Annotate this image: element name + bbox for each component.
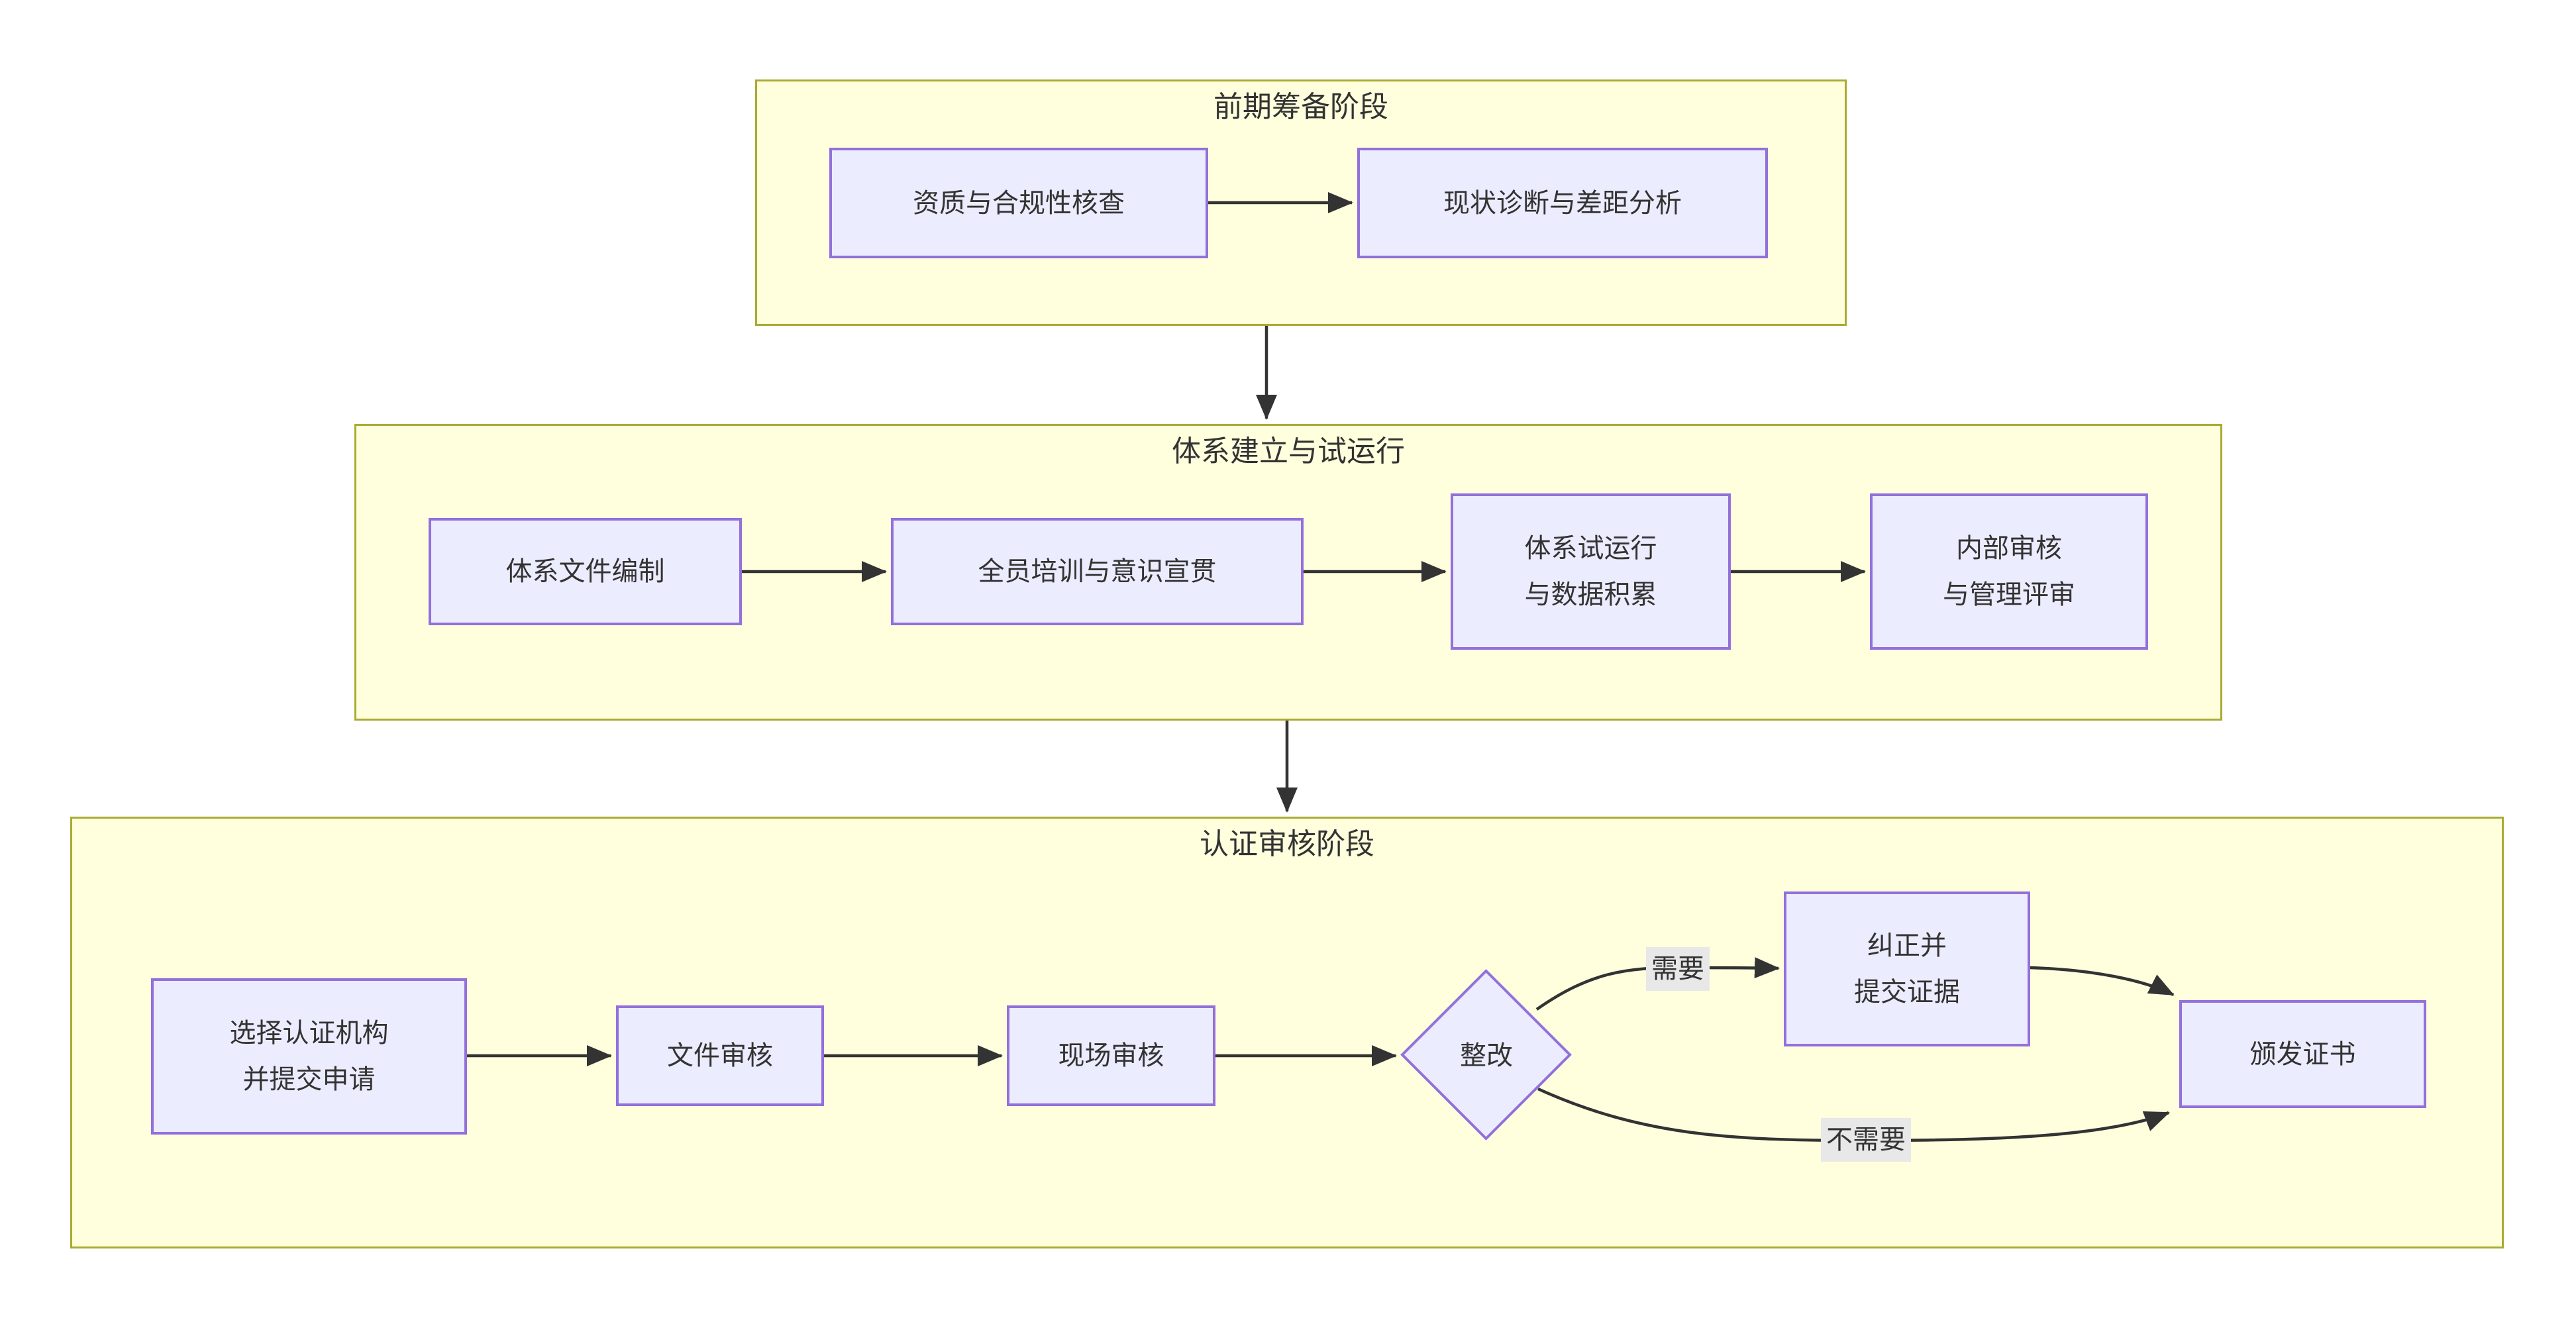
node-status-diagnosis-gap-analysis: 现状诊断与差距分析 <box>1357 148 1768 258</box>
node-system-trial-run-data: 体系试运行 与数据积累 <box>1451 493 1731 650</box>
node-document-review: 文件审核 <box>616 1005 824 1106</box>
decision-rectification-label: 整改 <box>1460 1041 1513 1070</box>
stage-certification-audit-container: 认证审核阶段 <box>70 817 2504 1248</box>
stage-preparation-title: 前期筹备阶段 <box>1213 91 1388 123</box>
edge-label-no-need: 不需要 <box>1821 1118 1911 1162</box>
stage-certification-audit-title: 认证审核阶段 <box>1200 828 1374 860</box>
node-select-certification-body: 选择认证机构 并提交申请 <box>151 978 467 1135</box>
node-system-document-preparation: 体系文件编制 <box>429 518 742 625</box>
node-corrective-evidence: 纠正并 提交证据 <box>1784 891 2030 1046</box>
node-site-audit: 现场审核 <box>1007 1005 1215 1106</box>
node-qualification-compliance-check: 资质与合规性核查 <box>829 148 1208 258</box>
node-all-staff-training: 全员培训与意识宣贯 <box>891 518 1304 625</box>
node-internal-audit-management-review: 内部审核 与管理评审 <box>1870 493 2148 650</box>
edge-label-need: 需要 <box>1646 947 1710 991</box>
node-issue-certificate: 颁发证书 <box>2179 1000 2426 1108</box>
stage-system-build-title: 体系建立与试运行 <box>1172 435 1405 468</box>
